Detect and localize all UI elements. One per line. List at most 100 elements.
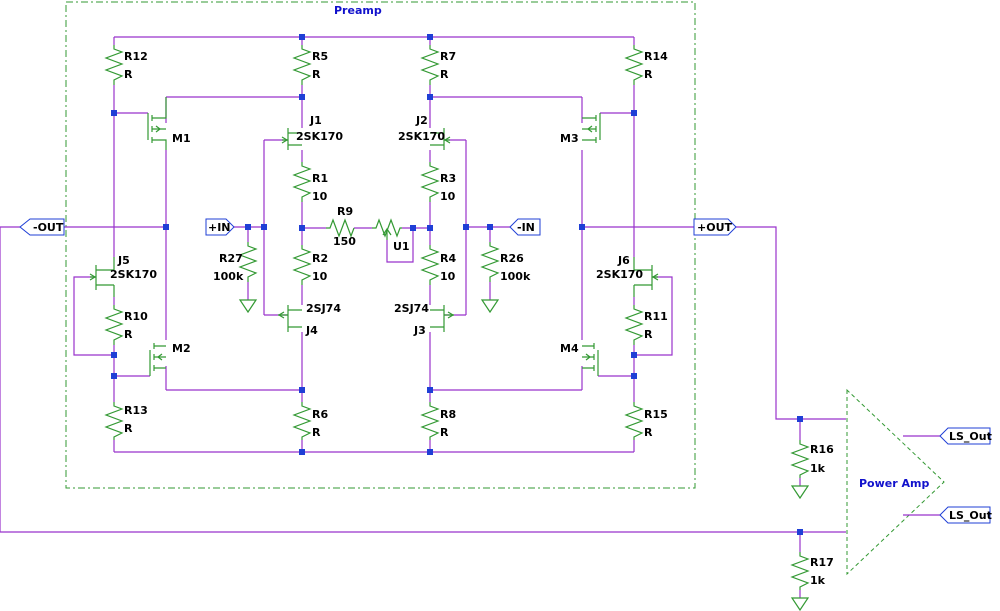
m2-ref: M2 <box>172 342 191 355</box>
r14-resistor <box>624 45 644 85</box>
ls-out-port-2: LS_Out <box>939 506 992 524</box>
j4-ref: J4 <box>305 324 318 337</box>
resistors <box>104 45 810 590</box>
svg-text:+IN: +IN <box>208 221 231 234</box>
r1-value: 10 <box>312 190 328 203</box>
r8-resistor <box>420 402 440 440</box>
r12-value: R <box>124 68 133 81</box>
j6-value: 2SK170 <box>596 268 643 281</box>
r7-value: R <box>440 68 449 81</box>
r10-resistor <box>104 305 124 345</box>
r9-ref: R9 <box>337 205 353 218</box>
j4-jfet-symbol <box>277 305 302 332</box>
j2-jfet-symbol <box>430 128 451 150</box>
ground-icon <box>790 597 810 611</box>
r6-ref: R6 <box>312 408 328 421</box>
j2-ref: J2 <box>415 114 428 127</box>
r13-value: R <box>124 422 133 435</box>
wires <box>0 36 940 598</box>
r2-resistor <box>292 245 312 285</box>
r11-ref: R11 <box>644 310 668 323</box>
m1-mosfet-symbol <box>147 97 167 150</box>
r4-resistor <box>420 245 440 285</box>
r4-ref: R4 <box>440 252 456 265</box>
j6-ref: J6 <box>617 254 630 267</box>
r3-ref: R3 <box>440 172 456 185</box>
r5-ref: R5 <box>312 50 328 63</box>
r5-resistor <box>292 45 312 85</box>
plus-in-port: +IN <box>205 218 235 236</box>
svg-text:-OUT: -OUT <box>33 221 64 234</box>
r17-value: 1k <box>810 574 826 587</box>
r2-value: 10 <box>312 270 328 283</box>
j1-value: 2SK170 <box>296 130 343 143</box>
j5-jfet-symbol <box>89 257 115 297</box>
r27-resistor <box>238 242 258 282</box>
j1-ref: J1 <box>309 114 322 127</box>
m3-mosfet-symbol <box>582 113 601 143</box>
j2-value: 2SK170 <box>398 130 445 143</box>
r11-resistor <box>624 305 644 345</box>
r10-ref: R10 <box>124 310 148 323</box>
ground-icon <box>790 485 810 500</box>
svg-text:LS_Out: LS_Out <box>949 430 992 443</box>
r10-value: R <box>124 328 133 341</box>
r13-resistor <box>104 402 124 440</box>
svg-text:+OUT: +OUT <box>697 221 733 234</box>
r3-value: 10 <box>440 190 456 203</box>
minus-in-port: -IN <box>509 218 541 236</box>
m2-mosfet-symbol <box>149 343 166 376</box>
plus-out-port: +OUT <box>693 218 737 236</box>
r13-ref: R13 <box>124 404 148 417</box>
r17-ref: R17 <box>810 556 834 569</box>
u1-wiper-arrow <box>382 227 392 240</box>
r11-value: R <box>644 328 653 341</box>
mosfets <box>147 97 601 376</box>
r9-resistor <box>326 218 355 238</box>
j5-value: 2SK170 <box>110 268 157 281</box>
r27-ref: R27 <box>219 252 243 265</box>
r16-resistor <box>790 440 810 478</box>
m4-mosfet-symbol <box>582 343 599 376</box>
m1-ref: M1 <box>172 132 191 145</box>
ls-out-port-1: LS_Out <box>939 427 992 445</box>
r27-value: 100k <box>213 270 244 283</box>
j3-ref: J3 <box>413 324 426 337</box>
r15-value: R <box>644 426 653 439</box>
r15-resistor <box>624 402 644 440</box>
preamp-block <box>65 1 696 489</box>
r1-resistor <box>292 162 312 202</box>
r17-resistor <box>790 552 810 590</box>
u1-resistor <box>372 218 402 238</box>
r4-value: 10 <box>440 270 456 283</box>
r26-value: 100k <box>500 270 531 283</box>
j3-value: 2SJ74 <box>394 302 429 315</box>
power-amp-title: Power Amp <box>859 477 929 490</box>
grounds <box>238 299 810 611</box>
j4-value: 2SJ74 <box>306 302 341 315</box>
r26-ref: R26 <box>500 252 524 265</box>
j1-jfet-symbol <box>281 128 302 150</box>
r14-ref: R14 <box>644 50 668 63</box>
r16-ref: R16 <box>810 443 834 456</box>
r12-resistor <box>104 45 124 85</box>
j6-jfet-symbol <box>633 257 659 297</box>
r7-ref: R7 <box>440 50 456 63</box>
minus-out-port: -OUT <box>19 218 65 236</box>
r14-value: R <box>644 68 653 81</box>
r15-ref: R15 <box>644 408 668 421</box>
jfets <box>89 128 659 332</box>
r6-value: R <box>312 426 321 439</box>
r9-value: 150 <box>333 235 356 248</box>
r26-resistor <box>480 242 500 282</box>
r5-value: R <box>312 68 321 81</box>
r8-ref: R8 <box>440 408 456 421</box>
ground-icon <box>238 299 258 314</box>
r16-value: 1k <box>810 462 826 475</box>
ground-icon <box>480 299 500 314</box>
svg-text:-IN: -IN <box>517 221 535 234</box>
ports: -OUT +OUT +IN -IN LS_Out LS_Out <box>19 218 992 524</box>
u1-ref: U1 <box>393 240 410 253</box>
m3-ref: M3 <box>560 132 579 145</box>
m4-ref: M4 <box>560 342 579 355</box>
